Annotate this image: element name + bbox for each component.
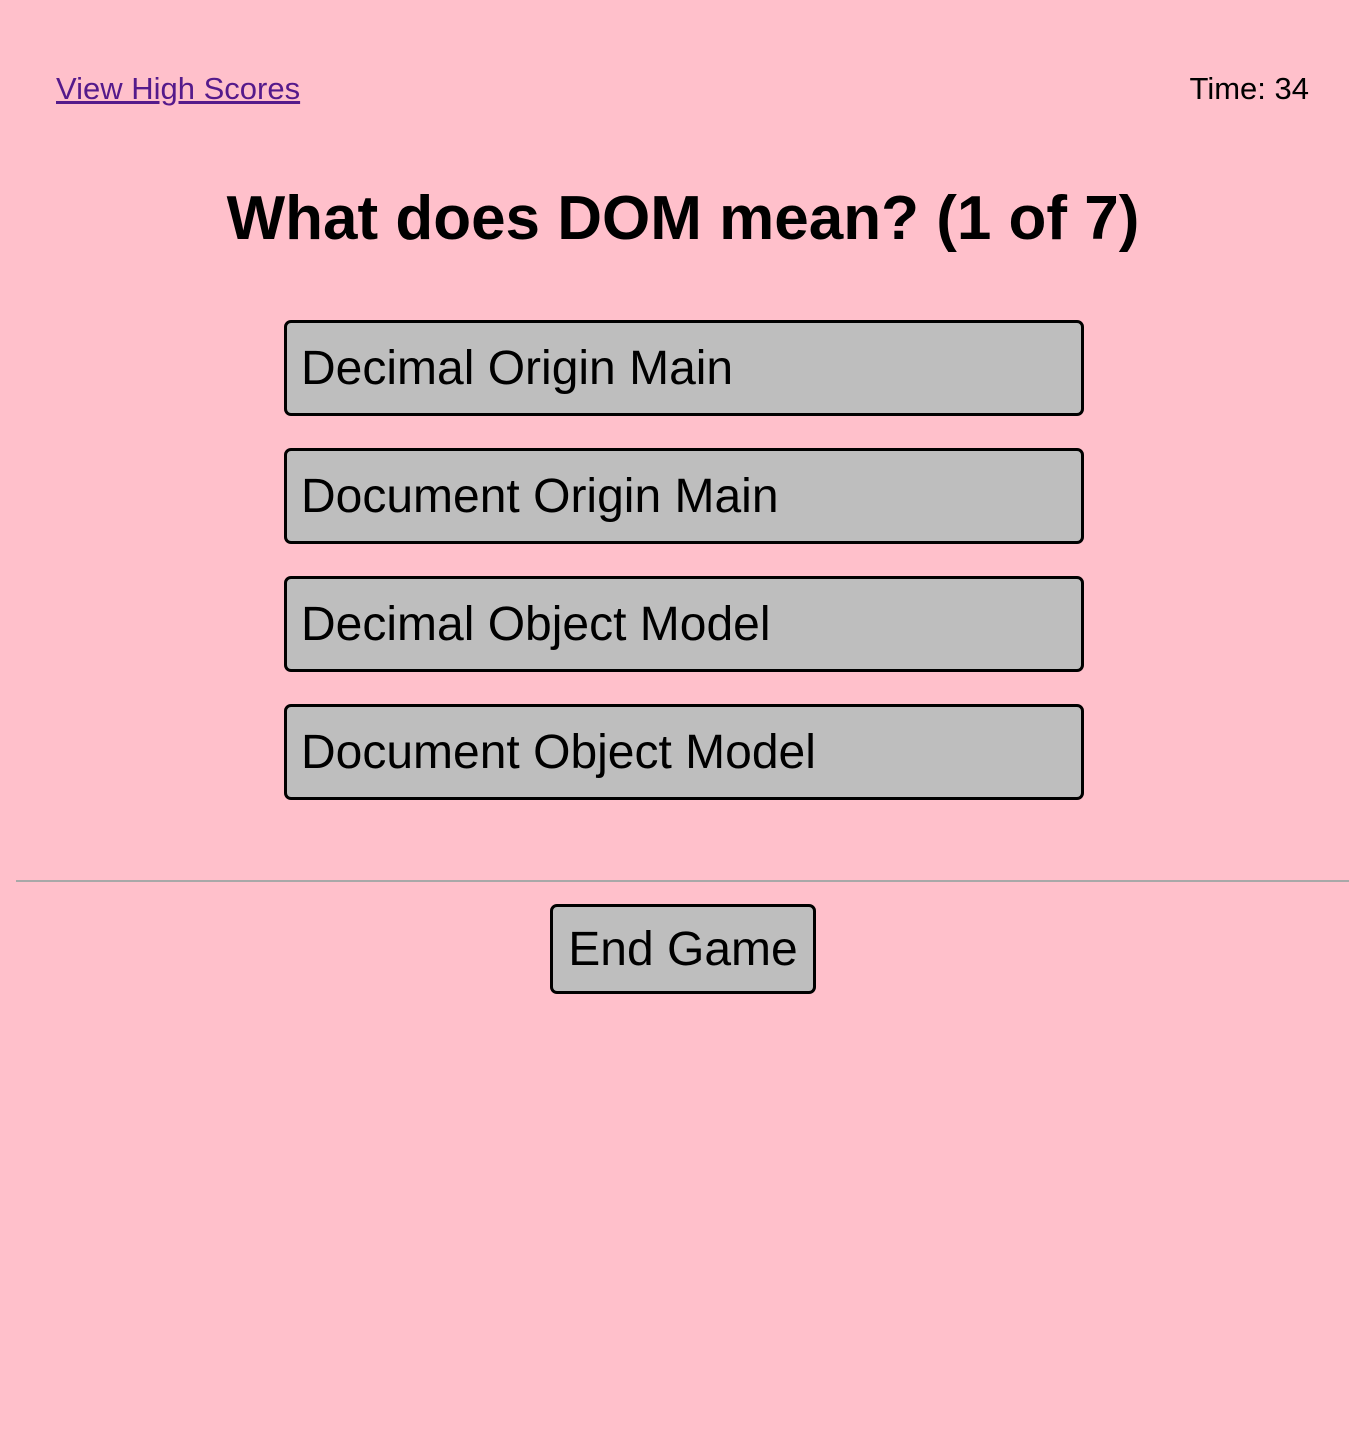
timer: Time: 34 [1189,71,1309,106]
answer-button-document-object-model[interactable]: Document Object Model [284,704,1084,800]
view-high-scores-link[interactable]: View High Scores [56,71,301,106]
answer-button-decimal-origin-main[interactable]: Decimal Origin Main [284,320,1084,416]
answer-button-document-origin-main[interactable]: Document Origin Main [284,448,1084,544]
divider [16,880,1349,882]
top-bar: View High Scores Time: 34 [0,0,1366,140]
question-title: What does DOM mean? (1 of 7) [226,184,1140,253]
answer-list: Decimal Origin Main Document Origin Main… [284,320,1084,832]
answer-button-decimal-object-model[interactable]: Decimal Object Model [284,576,1084,672]
end-game-button[interactable]: End Game [550,904,816,994]
